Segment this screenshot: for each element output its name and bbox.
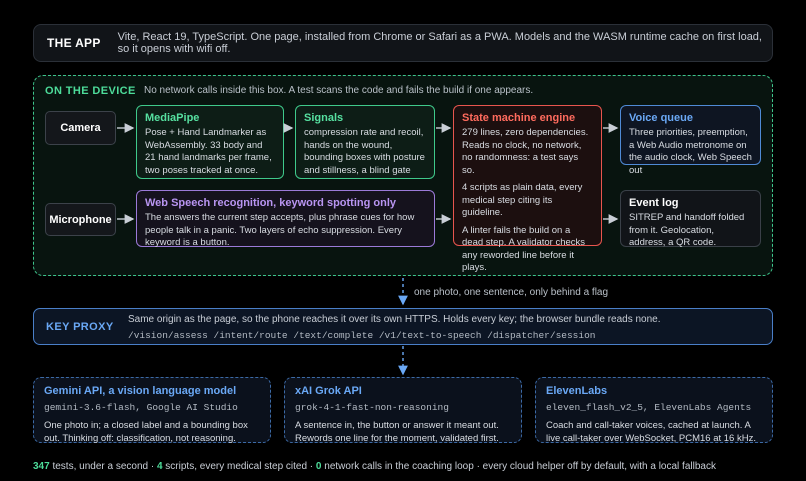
state-machine-node: State machine engine 279 lines, zero dep… [453, 105, 602, 273]
engine-text-3: A linter fails the build on a dead step.… [462, 224, 586, 274]
grok-model: grok-4-1-fast-non-reasoning [295, 402, 449, 413]
device-description: No network calls inside this box. A test… [144, 85, 534, 96]
footer-network-count: 0 [315, 461, 322, 472]
device-title: ON THE DEVICE [45, 85, 136, 97]
flag-note: one photo, one sentence, only behind a f… [414, 287, 609, 298]
microphone-node: Microphone [45, 203, 116, 236]
proxy-routes: /vision/assess /intent/route /text/compl… [128, 330, 596, 341]
eventlog-title: Event log [629, 197, 679, 209]
proxy-description: Same origin as the page, so the phone re… [128, 314, 661, 325]
engine-title: State machine engine [462, 112, 576, 124]
elevenlabs-model: eleven_flash_v2_5, ElevenLabs Agents [546, 402, 752, 413]
key-proxy-section [33, 308, 773, 345]
microphone-label: Microphone [49, 213, 112, 226]
gemini-api-box: Gemini API, a vision language model gemi… [33, 377, 271, 444]
mediapipe-node: MediaPipe Pose + Hand Landmarker as WebA… [136, 105, 284, 179]
grok-title: xAI Grok API [295, 385, 362, 397]
app-description: Vite, React 19, TypeScript. One page, in… [117, 31, 762, 55]
engine-text-2: 4 scripts as plain data, every medical s… [462, 182, 583, 218]
grok-api-box: xAI Grok API grok-4-1-fast-non-reasoning… [284, 377, 522, 444]
camera-label: Camera [60, 122, 101, 134]
speech-title: Web Speech recognition, keyword spotting… [145, 197, 396, 209]
footer-scripts-text: scripts, every medical step cited · [162, 461, 316, 472]
event-log-node: Event log SITREP and handoff folded from… [620, 190, 761, 248]
footer-scripts-count: 4 [156, 461, 163, 472]
eventlog-text: SITREP and handoff folded from it. Geolo… [629, 212, 745, 248]
voice-text: Three priorities, preemption, a Web Audi… [629, 127, 752, 176]
signals-title: Signals [304, 112, 344, 124]
footer-tests-count: 347 [33, 461, 50, 472]
gemini-text: One photo in; a closed label and a bound… [44, 420, 248, 444]
footer-tests-text: tests, under a second · [49, 461, 157, 472]
proxy-title: KEY PROXY [46, 321, 114, 333]
mediapipe-text: Pose + Hand Landmarker as WebAssembly. 3… [145, 127, 272, 176]
footer-stats: 347 tests, under a second · 4 scripts, e… [33, 461, 716, 472]
gemini-model: gemini-3.6-flash, Google AI Studio [44, 402, 238, 413]
elevenlabs-text: Coach and call-taker voices, cached at l… [546, 420, 756, 444]
speech-text: The answers the current step accepts, pl… [145, 212, 415, 248]
engine-text-1: 279 lines, zero dependencies. Reads no c… [462, 127, 589, 176]
voice-title: Voice queue [629, 112, 693, 124]
voice-queue-node: Voice queue Three priorities, preemption… [620, 105, 761, 176]
mediapipe-title: MediaPipe [145, 112, 200, 124]
app-section: THE APP Vite, React 19, TypeScript. One … [33, 24, 773, 62]
speech-node: Web Speech recognition, keyword spotting… [136, 190, 435, 248]
signals-text: compression rate and recoil, hands on th… [304, 127, 425, 176]
elevenlabs-box: ElevenLabs eleven_flash_v2_5, ElevenLabs… [535, 377, 773, 444]
signals-node: Signals compression rate and recoil, han… [295, 105, 435, 179]
footer-network-text: network calls in the coaching loop · eve… [321, 461, 716, 472]
camera-node: Camera [45, 111, 116, 145]
gemini-title: Gemini API, a vision language model [44, 385, 237, 397]
grok-text: A sentence in, the button or answer it m… [295, 420, 499, 444]
app-title: THE APP [47, 36, 101, 50]
elevenlabs-title: ElevenLabs [546, 385, 608, 397]
